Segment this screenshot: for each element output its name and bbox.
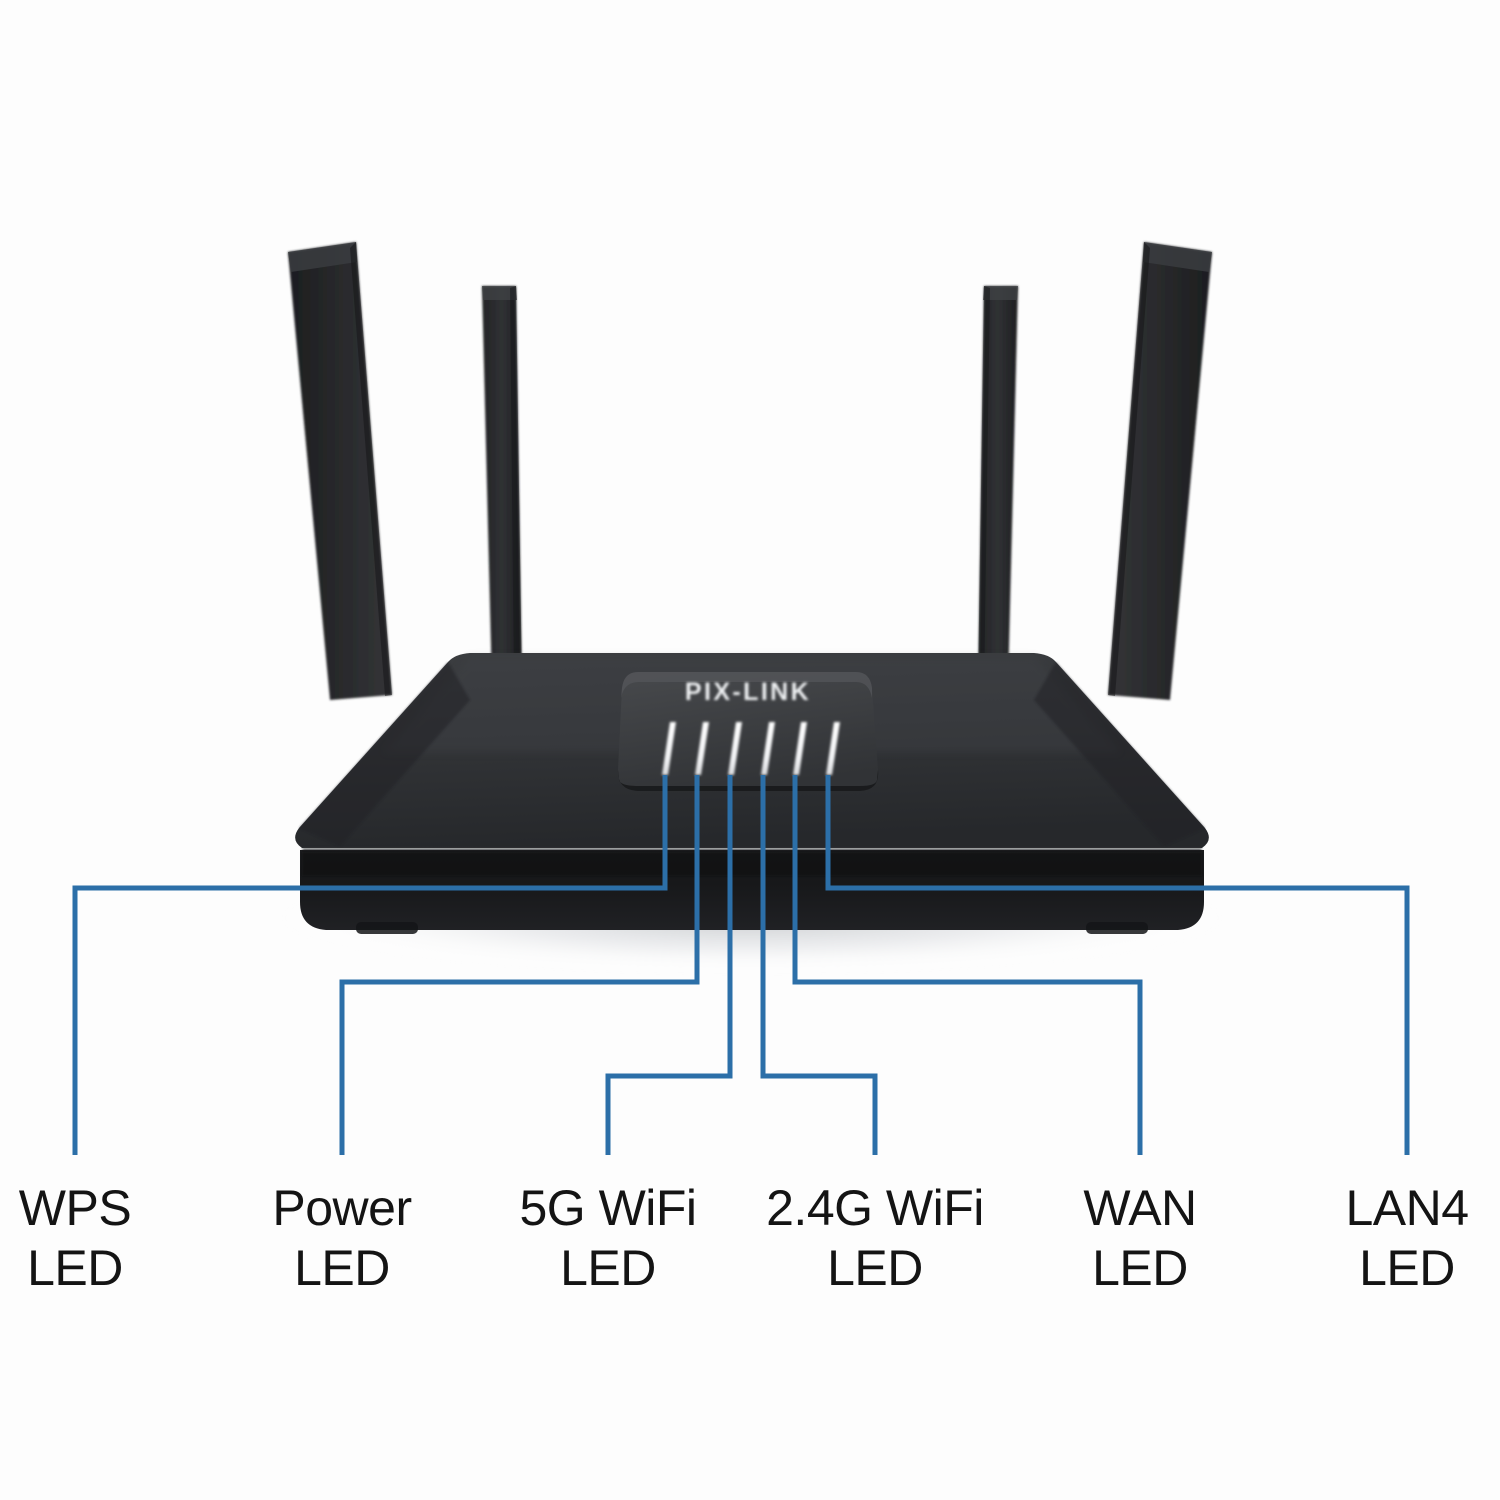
led-indicators: [662, 722, 840, 775]
callout-label-lan4-line2: LED: [1359, 1240, 1455, 1296]
leader-line-wps: [72, 775, 668, 1155]
led-panel: [617, 672, 879, 791]
leader-lines: [72, 775, 1410, 1155]
callout-label-lan4-line1: LAN4: [1345, 1180, 1469, 1236]
svg-text:PIX-LINK: PIX-LINK: [685, 678, 811, 706]
callout-label-wps-line1: WPS: [18, 1180, 132, 1236]
antenna-inner-right: [978, 286, 1018, 688]
router-foot-left: [356, 922, 418, 934]
led-indicator-6: [826, 722, 840, 775]
led-indicator-1: [662, 722, 676, 775]
leader-line-wan: [792, 775, 1143, 1155]
callout-label-wan-line2: LED: [1092, 1240, 1188, 1296]
callout-label-wan-line1: WAN: [1083, 1180, 1197, 1236]
router-body: PIX-LINK: [295, 653, 1209, 934]
leader-line-wifi24g: [760, 775, 878, 1155]
leader-line-power: [339, 775, 700, 1155]
callout-label-wifi5g-line1: 5G WiFi: [519, 1180, 697, 1236]
callout-label-wifi24g-line2: LED: [827, 1240, 923, 1296]
brand-logo: PIX-LINK: [685, 678, 811, 706]
antenna-far-left: [288, 242, 392, 700]
callout-label-power-line2: LED: [294, 1240, 390, 1296]
leader-line-lan4: [825, 775, 1410, 1155]
led-indicator-5: [793, 722, 807, 775]
led-indicator-4: [761, 722, 775, 775]
callout-label-wifi5g-line2: LED: [560, 1240, 656, 1296]
led-indicator-2: [695, 722, 709, 775]
callout-label-wps-line2: LED: [27, 1240, 123, 1296]
antenna-far-right: [1108, 242, 1212, 700]
led-indicator-3: [728, 722, 742, 775]
callout-label-wifi24g-line1: 2.4G WiFi: [766, 1180, 984, 1236]
leader-line-wifi5g: [605, 775, 733, 1155]
antenna-inner-left: [482, 286, 522, 688]
callout-label-power-line1: Power: [272, 1180, 412, 1236]
router-foot-right: [1086, 922, 1148, 934]
